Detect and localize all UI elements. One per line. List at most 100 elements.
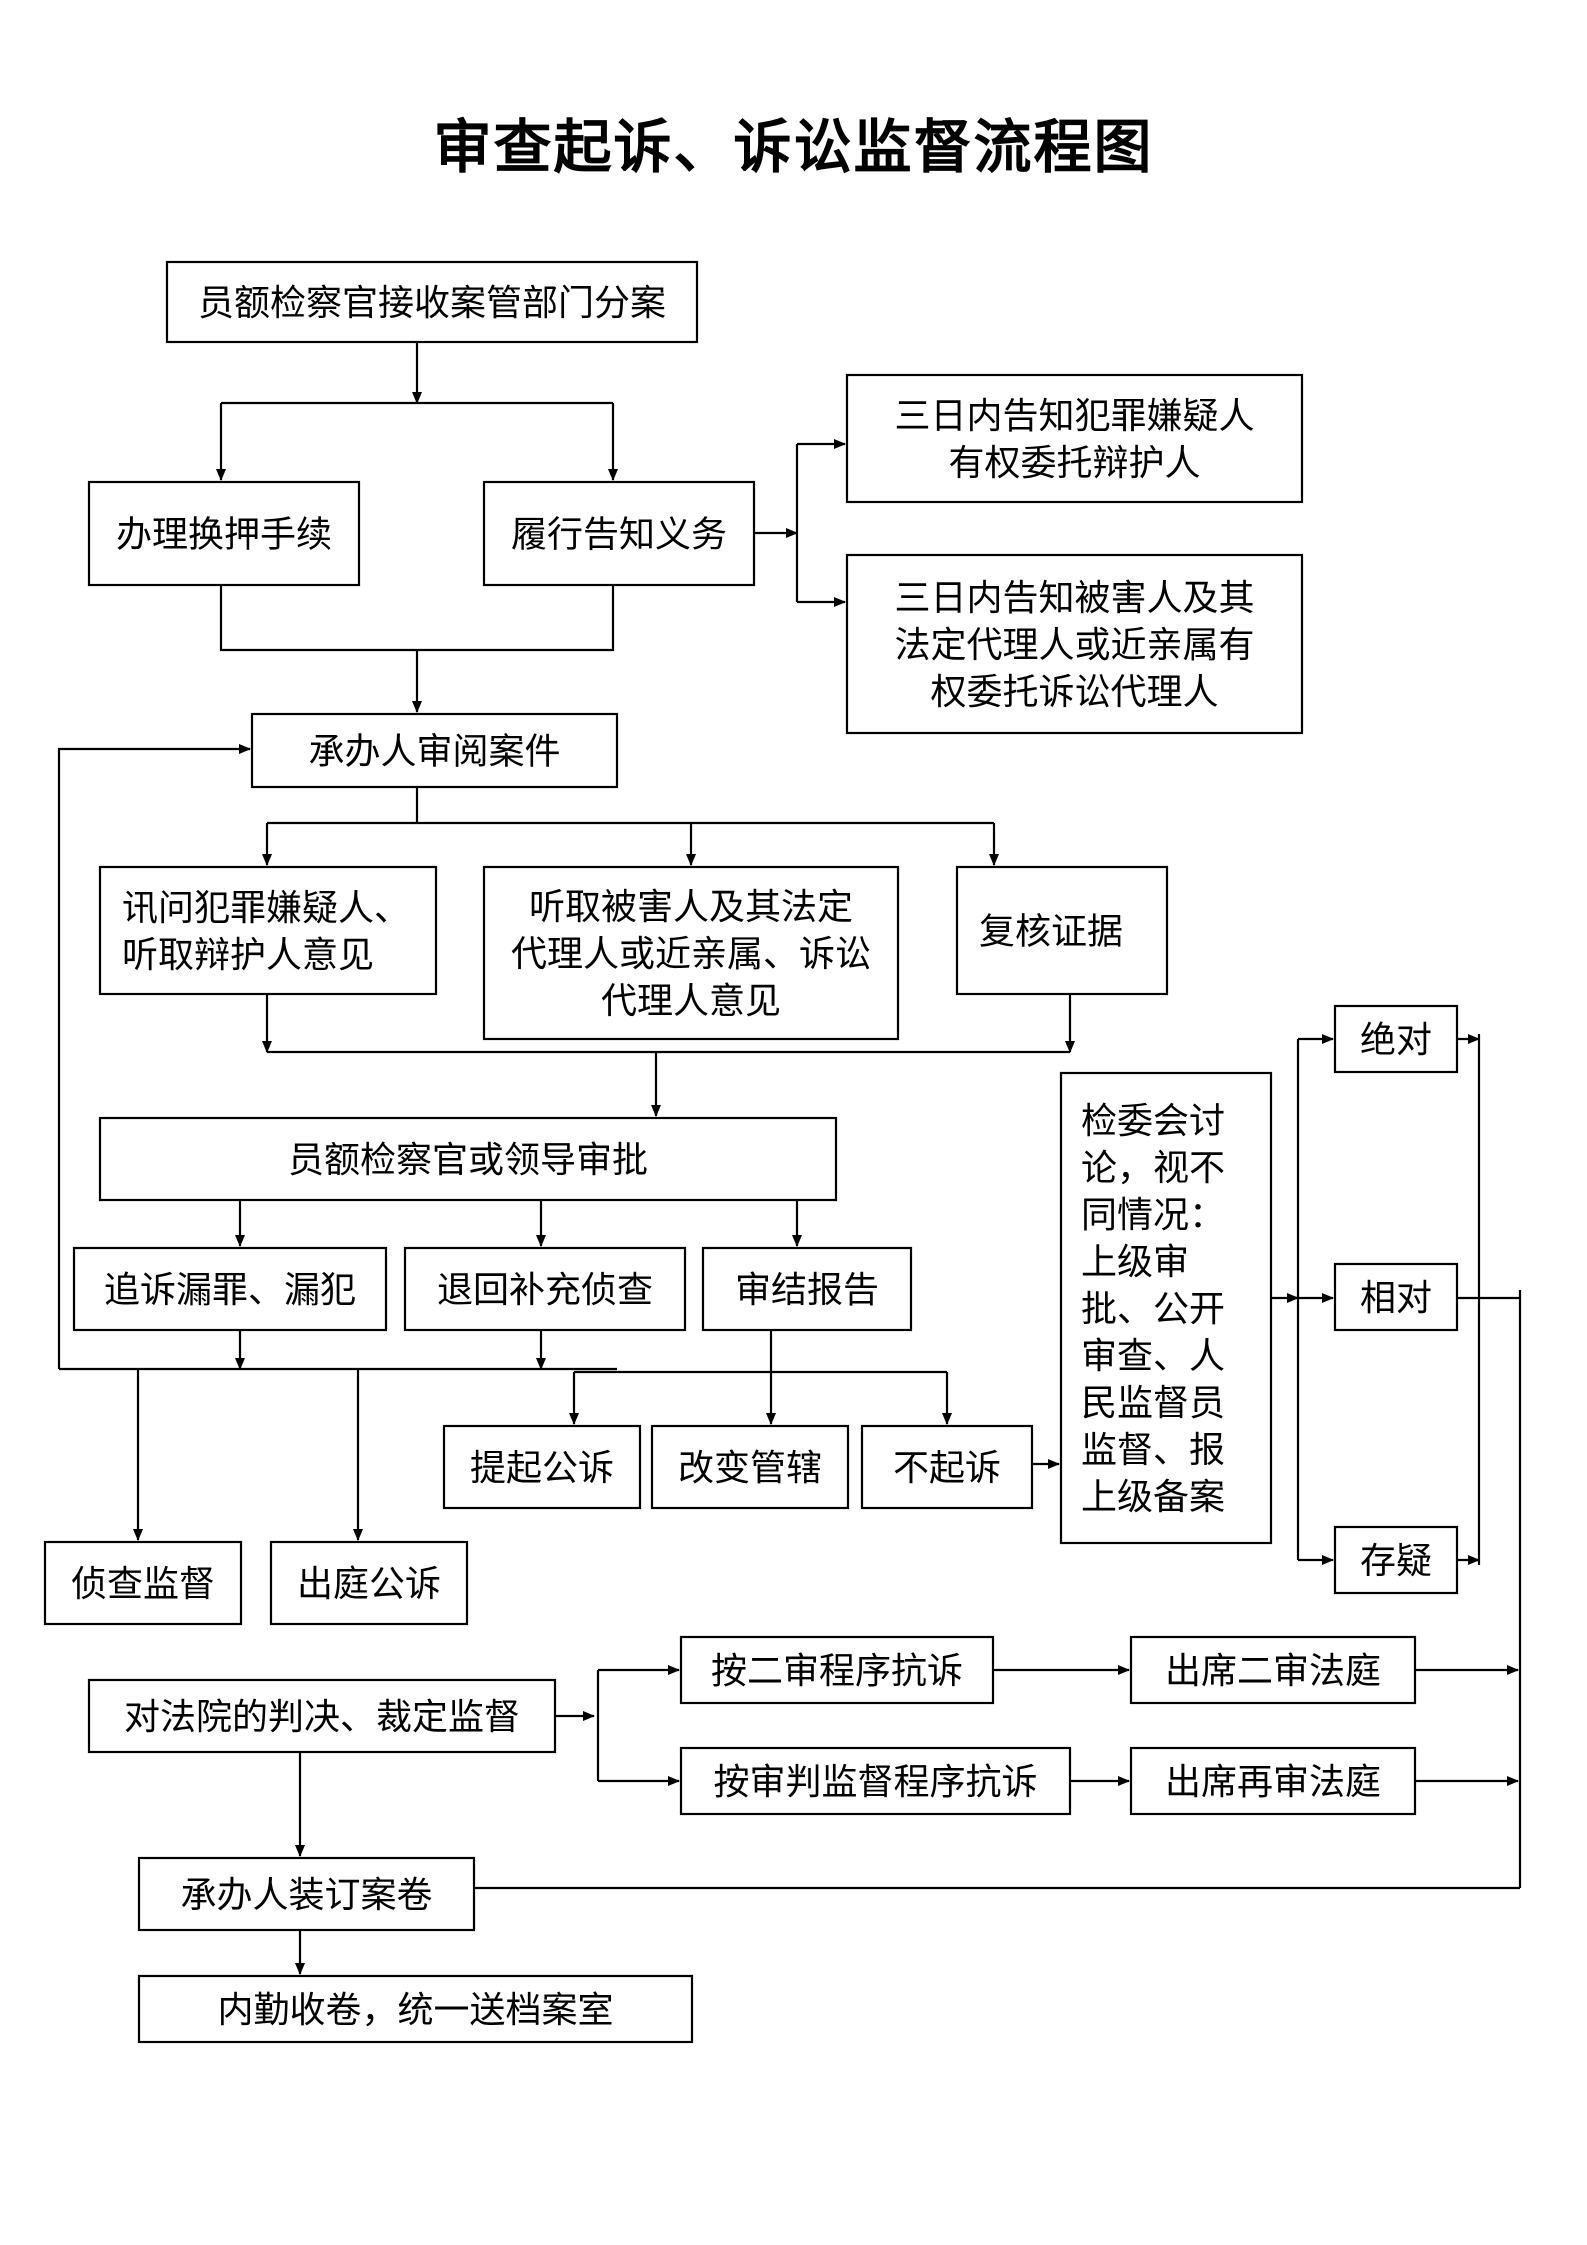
node-box [165, 260, 699, 344]
node-box [1129, 1746, 1417, 1816]
node-label-line: 提起公诉 [470, 1448, 614, 1489]
node-approval: 员额检察官或领导审批 [98, 1116, 838, 1202]
node-label-line: 出席再审法庭 [1165, 1762, 1381, 1803]
node-change-jurisdiction: 改变管辖 [650, 1424, 850, 1510]
node-label-line: 内勤收卷，统一送档案室 [217, 1990, 613, 2031]
node-box [87, 480, 361, 587]
node-notify-duty: 履行告知义务 [482, 480, 756, 587]
node-review-case: 承办人审阅案件 [250, 712, 619, 789]
connector-lines [57, 342, 1522, 1975]
node-label-line: 民监督员 [1081, 1383, 1225, 1424]
arrow-connector [57, 744, 251, 1369]
node-label-line: 监督、报 [1081, 1430, 1225, 1471]
node-label-line: 出席二审法庭 [1165, 1651, 1381, 1692]
node-label-line: 讯问犯罪嫌疑人、 [122, 888, 410, 929]
node-box [403, 1246, 687, 1332]
node-box [98, 1116, 838, 1202]
node-box [1333, 1004, 1459, 1074]
page-title: 审查起诉、诉讼监督流程图 [433, 113, 1154, 181]
node-label-line: 绝对 [1360, 1020, 1432, 1061]
node-box [955, 865, 1169, 996]
line-connector [219, 585, 615, 652]
node-label-line: 承办人审阅案件 [308, 732, 560, 773]
node-label-line: 追诉漏罪、漏犯 [104, 1270, 356, 1311]
node-label-line: 复核证据 [979, 912, 1123, 953]
node-verify-evidence: 复核证据 [955, 865, 1169, 996]
node-box [1129, 1635, 1417, 1705]
node-bind-file: 承办人装订案卷 [137, 1856, 476, 1932]
node-label-line: 代理人或近亲属、诉讼 [511, 934, 871, 975]
node-label-line: 出庭公诉 [297, 1564, 441, 1605]
node-box [250, 712, 619, 789]
node-box [72, 1246, 388, 1332]
node-label-line: 办理换押手续 [116, 515, 332, 556]
node-label-line: 同情况： [1081, 1195, 1225, 1236]
node-label-line: 员额检察官或领导审批 [288, 1140, 648, 1181]
node-label-line: 按审判监督程序抗诉 [713, 1762, 1037, 1803]
node-label-line: 按二审程序抗诉 [711, 1651, 963, 1692]
node-box [269, 1540, 469, 1626]
node-label-line: 退回补充侦查 [437, 1270, 653, 1311]
node-label-line: 三日内告知被害人及其 [894, 578, 1254, 619]
node-receive-case: 员额检察官接收案管部门分案 [165, 260, 699, 344]
node-label-line: 上级审 [1081, 1242, 1189, 1283]
node-box [1333, 1262, 1459, 1332]
node-prosecute: 提起公诉 [442, 1424, 642, 1510]
node-label-line: 承办人装订案卷 [180, 1875, 432, 1916]
node-return-investigation: 退回补充侦查 [403, 1246, 687, 1332]
node-retrial-protest: 按审判监督程序抗诉 [679, 1746, 1072, 1816]
node-box [43, 1540, 243, 1626]
node-box [679, 1635, 995, 1705]
node-box [482, 480, 756, 587]
node-box [1333, 1525, 1459, 1595]
node-box [701, 1246, 913, 1332]
node-label-line: 不起诉 [893, 1448, 1001, 1489]
node-label-line: 存疑 [1360, 1541, 1432, 1582]
node-label-line: 改变管辖 [678, 1448, 822, 1489]
node-label-line: 听取被害人及其法定 [529, 887, 853, 928]
node-label-line: 听取辩护人意见 [122, 935, 374, 976]
node-label-line: 审查、人 [1081, 1336, 1225, 1377]
node-label-line: 法定代理人或近亲属有 [894, 625, 1254, 666]
node-attend-second-court: 出席二审法庭 [1129, 1635, 1417, 1705]
node-label-line: 检委会讨 [1081, 1101, 1225, 1142]
node-box [860, 1424, 1034, 1510]
node-custody-change: 办理换押手续 [87, 480, 361, 587]
node-box [845, 553, 1304, 735]
node-attend-retrial-court: 出席再审法庭 [1129, 1746, 1417, 1816]
node-second-instance-protest: 按二审程序抗诉 [679, 1635, 995, 1705]
node-interrogate: 讯问犯罪嫌疑人、听取辩护人意见 [98, 865, 438, 996]
node-label-line: 相对 [1360, 1278, 1432, 1319]
node-box [442, 1424, 642, 1510]
node-doubt: 存疑 [1333, 1525, 1459, 1595]
node-not-prosecute: 不起诉 [860, 1424, 1034, 1510]
node-label-line: 权委托诉讼代理人 [930, 672, 1218, 713]
node-box [650, 1424, 850, 1510]
node-label-line: 员额检察官接收案管部门分案 [198, 283, 666, 324]
node-box [679, 1746, 1072, 1816]
node-archive: 内勤收卷，统一送档案室 [137, 1974, 694, 2044]
node-pursue-crimes: 追诉漏罪、漏犯 [72, 1246, 388, 1332]
node-relative: 相对 [1333, 1262, 1459, 1332]
node-label-line: 对法院的判决、裁定监督 [124, 1697, 520, 1738]
node-label-line: 侦查监督 [71, 1564, 215, 1605]
node-box [137, 1856, 476, 1932]
node-label-line: 有权委托辩护人 [948, 443, 1200, 484]
node-box [845, 373, 1304, 504]
node-absolute: 绝对 [1333, 1004, 1459, 1074]
node-label-line: 批、公开 [1081, 1289, 1225, 1330]
node-label-line: 代理人意见 [601, 981, 781, 1022]
node-label-line: 审结报告 [735, 1270, 879, 1311]
node-judgment-supervision: 对法院的判决、裁定监督 [87, 1678, 557, 1754]
node-final-report: 审结报告 [701, 1246, 913, 1332]
node-investigation-supervision: 侦查监督 [43, 1540, 243, 1626]
node-court-prosecution: 出庭公诉 [269, 1540, 469, 1626]
node-box [98, 865, 438, 996]
node-box [137, 1974, 694, 2044]
